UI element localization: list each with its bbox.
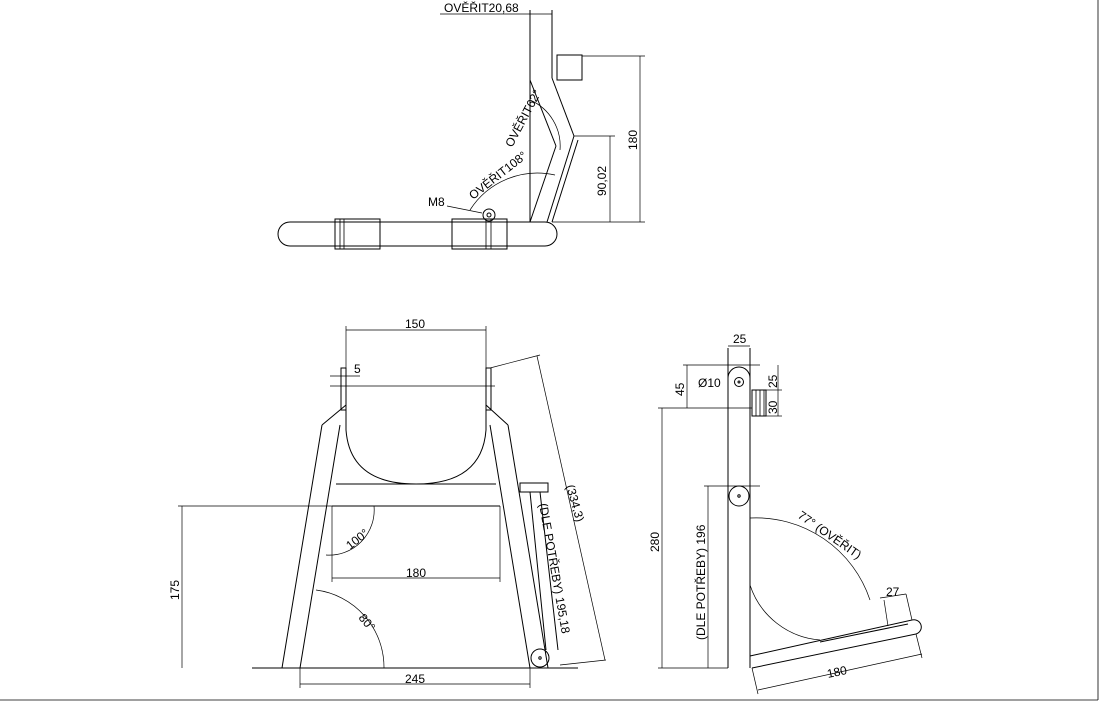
clamp-left	[334, 218, 381, 250]
dim-334-ext2	[559, 659, 607, 666]
bolt-head	[482, 208, 496, 222]
label-base-180: 180	[826, 663, 849, 681]
post-bend	[551, 77, 575, 137]
label-196: (DLE POTŘEBY) 196	[693, 524, 708, 640]
label-245: 245	[405, 672, 425, 686]
dim-base-180-e2	[915, 633, 923, 659]
dim-27-ext2	[905, 593, 913, 621]
cradle	[345, 410, 487, 485]
arc-108	[469, 172, 556, 211]
leg-right-inner	[489, 424, 531, 669]
plate-top	[749, 619, 913, 657]
post-top-cap	[727, 366, 751, 379]
dim-base-180	[757, 653, 923, 691]
dim-27-line	[879, 593, 907, 599]
label-25-right: 25	[766, 374, 780, 388]
bolt-leader	[446, 205, 483, 214]
bolt-inner	[486, 212, 492, 218]
side-view: 25 Ø10 45 25 30 280 (DLE POTŘEBY) 196 77…	[648, 332, 923, 695]
arm-clip	[519, 482, 549, 493]
arc-100	[325, 505, 375, 556]
dim-27-ext1	[883, 599, 889, 627]
arm-outer	[539, 491, 559, 651]
tab-left	[340, 367, 347, 411]
label-62: OVĚŘIT62°	[501, 87, 544, 150]
arc-77b	[749, 584, 821, 641]
label-m8: M8	[428, 195, 445, 209]
post-hole	[734, 377, 744, 387]
leg-left-outer	[281, 424, 323, 669]
label-dle: (DLE POTŘEBY) 195,18	[536, 502, 574, 635]
leg-right-top	[485, 404, 509, 426]
label-150: 150	[405, 317, 425, 331]
arc-62	[529, 99, 561, 151]
plate-end	[911, 619, 922, 635]
brace-outer	[546, 135, 575, 223]
label-5: 5	[354, 362, 361, 376]
post-hole-center	[737, 380, 741, 384]
label-180-top: 180	[626, 130, 640, 150]
top-view: OVĚŘIT20,68 M8 OVĚŘIT62° OVĚŘIT108° 180 …	[277, 0, 645, 250]
side-block	[751, 389, 767, 417]
leg-left-top	[321, 404, 347, 426]
side-pivot	[728, 485, 750, 507]
front-view: 150 5 175 180 100° 80°	[168, 317, 607, 688]
brace-mid	[551, 139, 579, 223]
side-pivot-dot	[737, 494, 741, 498]
label-inner-180: 180	[406, 566, 426, 580]
label-175: 175	[168, 580, 182, 600]
pivot-dot	[538, 656, 542, 660]
dim-base-180-e1	[751, 667, 759, 695]
label-280: 280	[648, 532, 662, 552]
post-bend-inner	[529, 79, 557, 147]
label-30: 30	[766, 400, 780, 414]
label-90: 90,02	[595, 166, 609, 196]
dim-334-ext	[489, 354, 541, 369]
arm-inner	[529, 491, 547, 651]
leg-right-outer	[507, 424, 549, 669]
leg-left-inner	[299, 424, 341, 669]
label-cut: OVĚŘIT20,68	[444, 0, 519, 15]
clamp-right	[451, 218, 508, 250]
arc-80	[315, 589, 385, 669]
label-27: 27	[886, 585, 900, 599]
plate-line2	[819, 623, 909, 643]
label-334: (334,3)	[563, 483, 587, 523]
label-25-top: 25	[733, 332, 747, 346]
tab-right	[485, 367, 492, 411]
pivot-wheel	[530, 648, 550, 668]
label-100: 100°	[343, 526, 371, 552]
dim-334-line	[536, 355, 606, 661]
label-hole: Ø10	[698, 376, 721, 390]
base-tube	[277, 221, 558, 247]
post-block	[556, 54, 583, 81]
arc-77	[749, 517, 871, 601]
label-77: 77° (OVĚŘIT)	[795, 507, 864, 562]
plate-bot	[751, 633, 917, 669]
brace-inner	[529, 145, 557, 223]
label-45: 45	[673, 382, 687, 396]
